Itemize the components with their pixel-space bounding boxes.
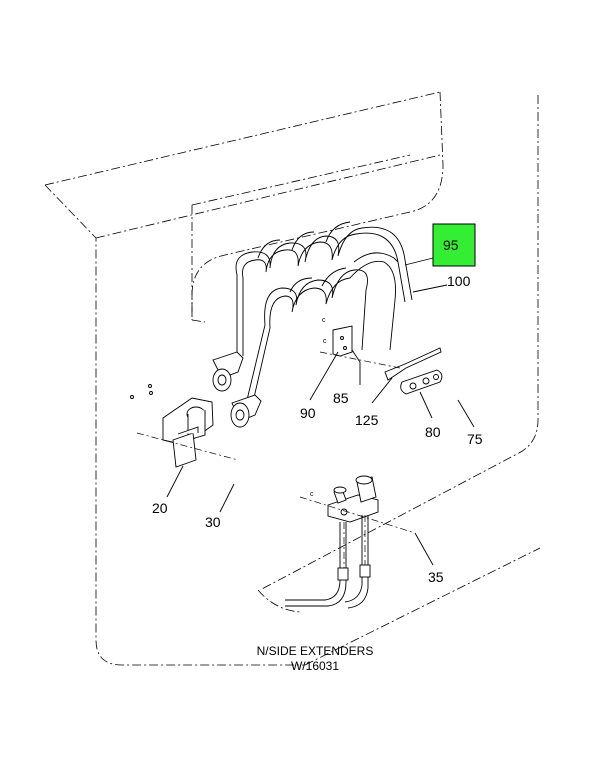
callout-90[interactable]: 90: [300, 405, 316, 421]
caption-subtitle: W/16031: [291, 659, 339, 673]
leader-lines: [166, 257, 475, 566]
callout-80[interactable]: 80: [425, 424, 441, 440]
callout-125[interactable]: 125: [355, 412, 379, 428]
callout-85[interactable]: 85: [333, 390, 349, 406]
bracket-85: c c: [322, 317, 353, 357]
coiled-air-hose-95: [235, 221, 413, 356]
callout-30[interactable]: 30: [205, 514, 221, 530]
caption-title: N/SIDE EXTENDERS: [257, 644, 374, 658]
body-panel-outline: [44, 91, 541, 666]
gladhand-coupler-lower: [230, 394, 262, 428]
svg-text:c: c: [323, 338, 327, 345]
svg-text:c: c: [310, 491, 314, 498]
callout-75[interactable]: 75: [467, 431, 483, 447]
svg-text:c: c: [322, 317, 326, 324]
clamp-80: [400, 369, 443, 395]
callout-20[interactable]: 20: [152, 500, 168, 516]
callout-95[interactable]: 95: [443, 237, 459, 253]
connector-block-35: c: [285, 475, 379, 609]
callout-100[interactable]: 100: [447, 273, 471, 289]
alignment-centerlines: [136, 351, 413, 568]
callout-95-highlight: [432, 223, 476, 267]
coiled-air-hose-100: [246, 252, 399, 403]
coupler-mount-20: [130, 384, 214, 468]
gladhand-coupler-upper: [212, 351, 244, 392]
callout-35[interactable]: 35: [428, 569, 444, 585]
strap-125: [384, 347, 442, 381]
